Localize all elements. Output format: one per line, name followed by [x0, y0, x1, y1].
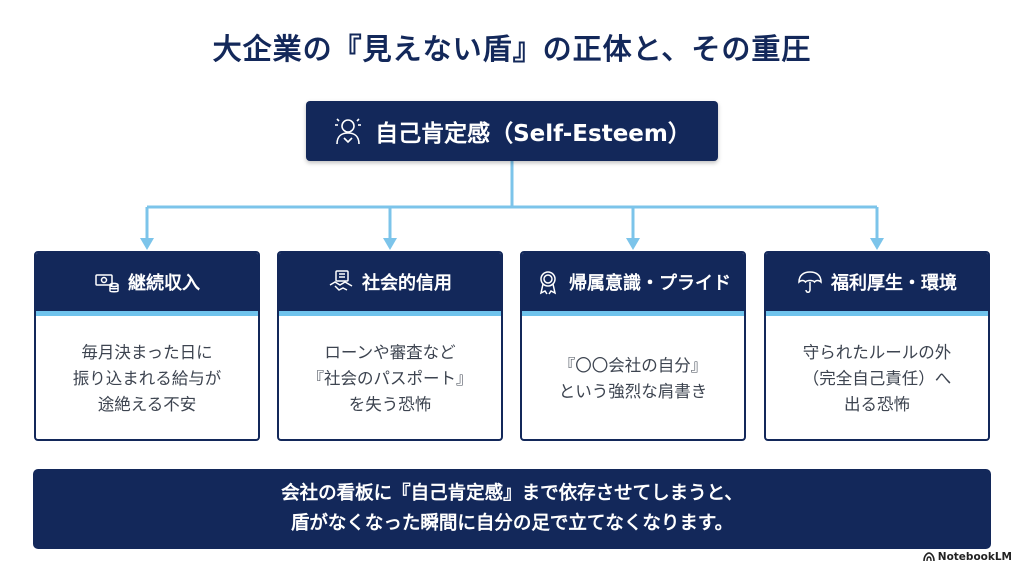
arrow-head-1 [140, 238, 154, 250]
arrow-head-4 [870, 238, 884, 250]
card-welfare-environment: 福利厚生・環境 守られたルールの外 （完全自己責任）へ 出る恐怖 [764, 251, 990, 441]
award-badge-icon [539, 271, 557, 295]
summary-banner: 会社の看板に『自己肯定感』まで依存させてしまうと、 盾がなくなった瞬間に自分の足… [33, 469, 991, 549]
card-description: ローンや審査など 『社会のパスポート』 を失う恐怖 [307, 342, 473, 414]
card-belonging-pride: 帰属意識・プライド 『〇〇会社の自分』 という強烈な肩書き [520, 251, 746, 441]
money-coins-icon [95, 274, 119, 293]
card-title: 帰属意識・プライド [569, 273, 731, 294]
card-header: 継続収入 [36, 253, 258, 316]
card-description: 守られたルールの外 （完全自己責任）へ 出る恐怖 [802, 342, 952, 414]
card-header: 帰属意識・プライド [522, 253, 744, 316]
root-node: 自己肯定感（Self-Esteem） [306, 101, 718, 161]
summary-line-1: 会社の看板に『自己肯定感』まで依存させてしまうと、 [281, 483, 743, 504]
notebooklm-logo: NotebookLM [922, 551, 1012, 563]
connector-lines [140, 161, 884, 250]
handshake-document-icon [329, 270, 353, 291]
card-title: 福利厚生・環境 [831, 273, 957, 294]
card-description: 『〇〇会社の自分』 という強烈な肩書き [558, 355, 708, 401]
card-continuous-income: 継続収入 毎月決まった日に 振り込まれる給与が 途絶える不安 [34, 251, 260, 441]
card-social-credit: 社会的信用 ローンや審査など 『社会のパスポート』 を失う恐怖 [277, 251, 503, 441]
notebooklm-logo-icon [922, 552, 935, 562]
card-title: 継続収入 [128, 273, 200, 294]
card-header: 社会的信用 [279, 253, 501, 316]
summary-line-2: 盾がなくなった瞬間に自分の足で立てなくなります。 [290, 513, 734, 534]
arrow-head-3 [626, 238, 640, 250]
card-description: 毎月決まった日に 振り込まれる給与が 途絶える不安 [72, 342, 222, 414]
person-head-icon [335, 118, 362, 145]
root-label: 自己肯定感（Self-Esteem） [375, 121, 691, 147]
page-title: 大企業の『見えない盾』の正体と、その重圧 [212, 32, 812, 66]
brand-label: NotebookLM [937, 551, 1012, 563]
card-header: 福利厚生・環境 [766, 253, 988, 316]
card-title: 社会的信用 [362, 273, 452, 294]
arrow-head-2 [383, 238, 397, 250]
umbrella-icon [798, 271, 822, 293]
